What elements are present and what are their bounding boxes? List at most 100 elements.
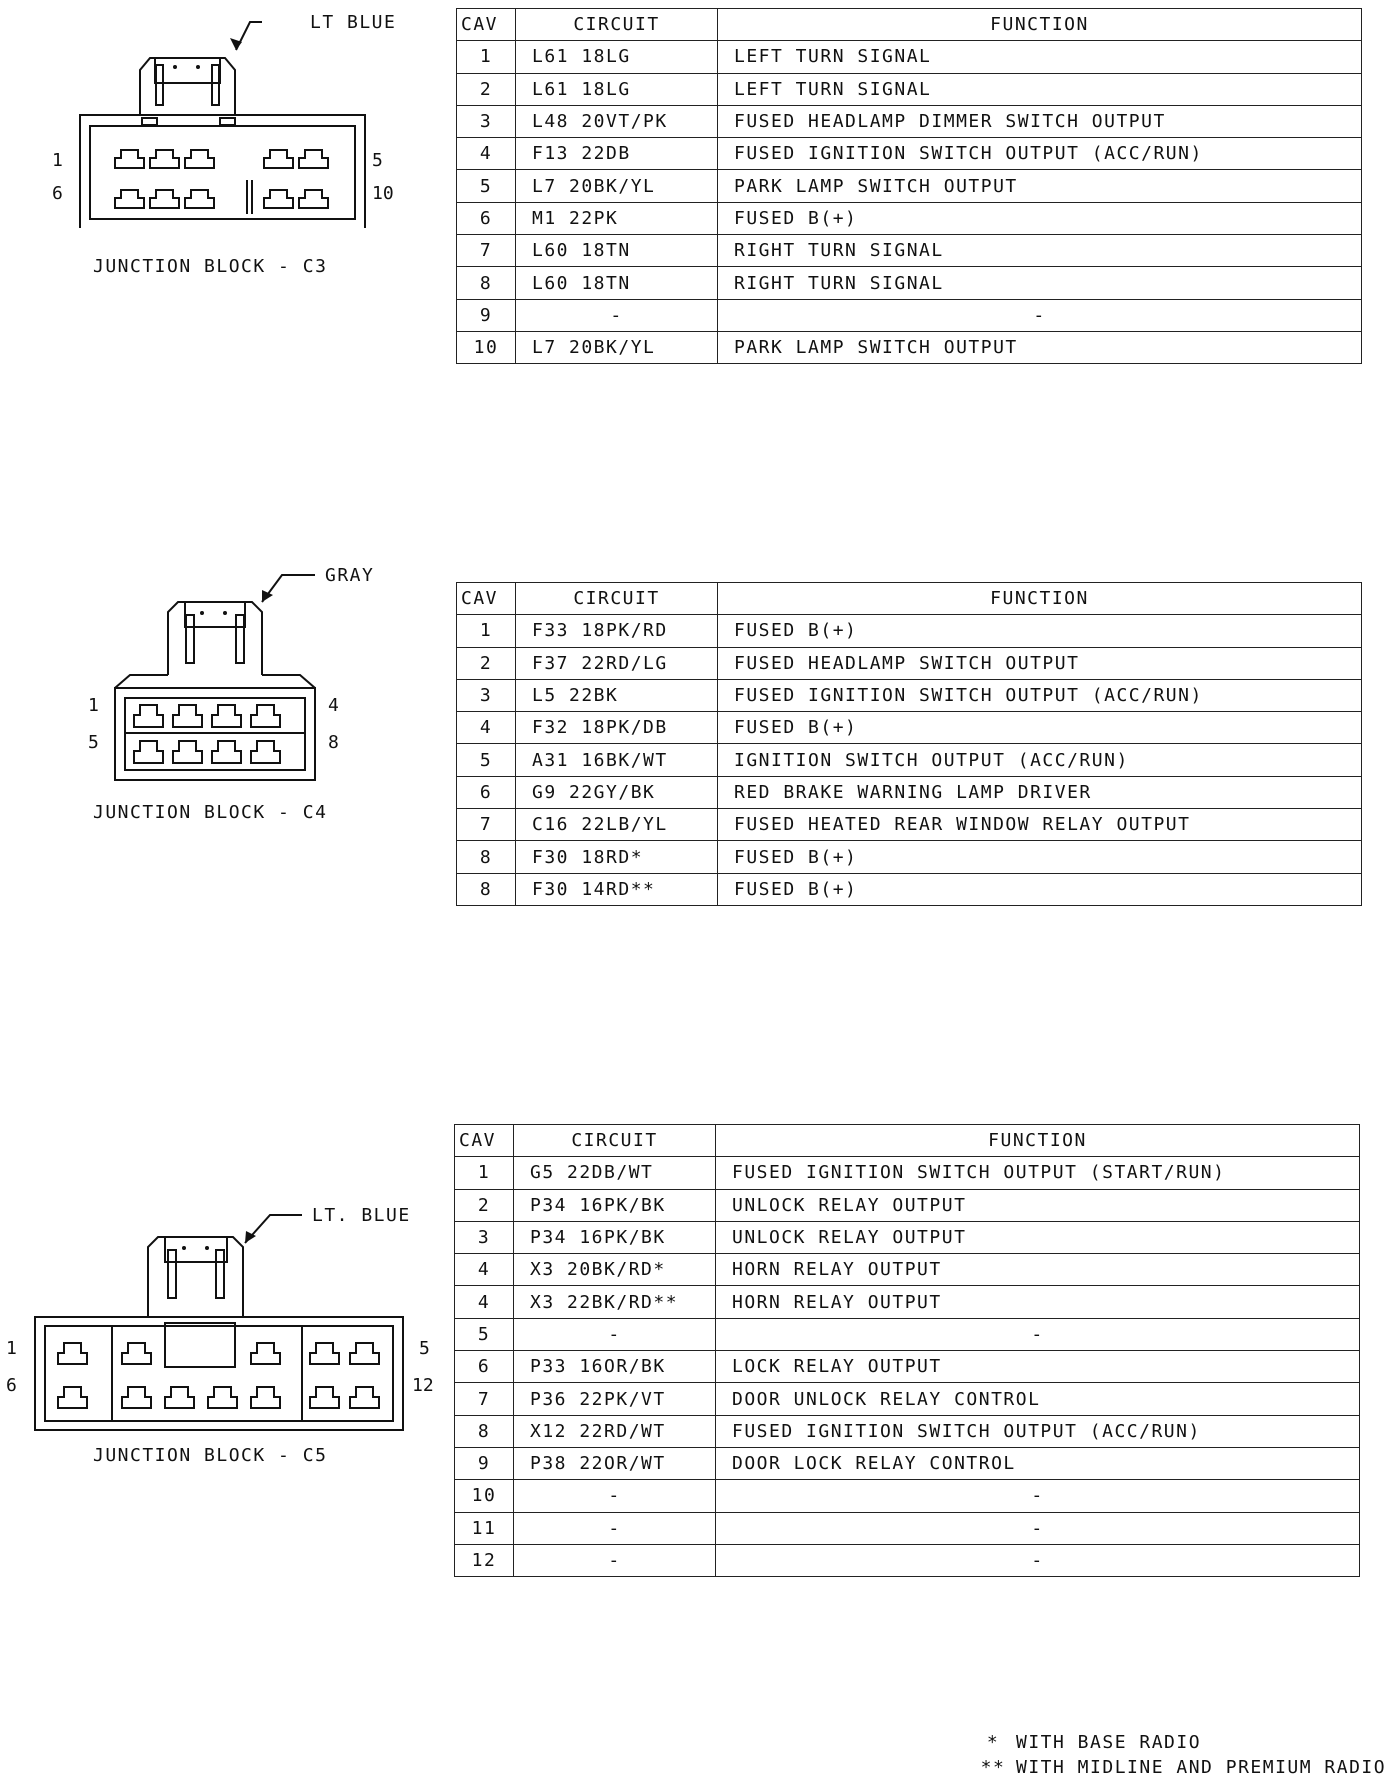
connector-c5: LT. BLUE 1 6 5 12 JUNCTION BLOCK - C5 <box>0 1195 460 1489</box>
circuit-cell: - <box>513 1479 716 1513</box>
footnote-mark: ** <box>980 1757 1006 1778</box>
connector-c4-drawing <box>114 574 316 781</box>
pin-label-bottom-left: 5 <box>88 732 99 753</box>
function-cell: RIGHT TURN SIGNAL <box>717 266 1362 300</box>
cav-cell: 8 <box>456 266 516 300</box>
circuit-cell: L48 20VT/PK <box>515 104 718 139</box>
circuit-cell: L60 18TN <box>515 234 718 268</box>
function-cell: FUSED B(+) <box>717 614 1362 648</box>
footnote-midline-premium-radio: **WITH MIDLINE AND PREMIUM RADIO <box>970 1755 1386 1780</box>
cav-cell: 12 <box>454 1543 514 1578</box>
cav-cell: 6 <box>456 775 516 810</box>
connector-c4: GRAY 1 5 4 8 JUNCTION BLOCK - C4 <box>0 560 460 854</box>
cav-cell: 7 <box>456 234 516 268</box>
pin-label-bottom-right: 10 <box>372 183 394 204</box>
table-row: 11-- <box>454 1511 1360 1545</box>
circuit-cell: G5 22DB/WT <box>513 1156 716 1190</box>
function-cell: FUSED IGNITION SWITCH OUTPUT (ACC/RUN) <box>715 1414 1360 1448</box>
cav-cell: 7 <box>456 808 516 842</box>
circuit-cell: - <box>513 1317 716 1352</box>
header-circuit: CIRCUIT <box>515 7 718 42</box>
cav-cell: 1 <box>456 614 516 648</box>
pin-label-bottom-right: 12 <box>412 1375 434 1396</box>
function-cell: FUSED B(+) <box>717 840 1362 874</box>
circuit-cell: F30 14RD** <box>515 872 718 906</box>
connector-c5-drawing <box>34 1214 404 1431</box>
cav-cell: 6 <box>456 201 516 236</box>
circuit-cell: L61 18LG <box>515 40 718 74</box>
function-cell: RIGHT TURN SIGNAL <box>717 234 1362 268</box>
cav-cell: 2 <box>456 646 516 680</box>
function-cell: IGNITION SWITCH OUTPUT (ACC/RUN) <box>717 743 1362 777</box>
circuit-cell: P36 22PK/VT <box>513 1382 716 1416</box>
connector-title: JUNCTION BLOCK - C5 <box>93 1445 328 1466</box>
function-cell: FUSED HEADLAMP SWITCH OUTPUT <box>717 646 1362 680</box>
connector-color-label: LT. BLUE <box>312 1205 411 1226</box>
cav-cell: 8 <box>454 1414 514 1448</box>
pin-label-bottom-left: 6 <box>6 1375 17 1396</box>
cav-cell: 11 <box>454 1511 514 1545</box>
pin-label-top-left: 1 <box>52 150 63 171</box>
circuit-cell: X12 22RD/WT <box>513 1414 716 1448</box>
connector-title: JUNCTION BLOCK - C3 <box>93 256 328 277</box>
circuit-cell: F30 18RD* <box>515 840 718 874</box>
cav-cell: 10 <box>456 330 516 365</box>
header-circuit: CIRCUIT <box>513 1123 716 1158</box>
connector-c3: LT BLUE 1 6 5 10 JUNCTION BLOCK - C3 <box>0 0 460 304</box>
pin-label-top-left: 1 <box>88 695 99 716</box>
circuit-cell: P34 16PK/BK <box>513 1220 716 1255</box>
cav-cell: 1 <box>456 40 516 74</box>
function-cell: LEFT TURN SIGNAL <box>717 40 1362 74</box>
pin-label-bottom-right: 8 <box>328 732 339 753</box>
cav-cell: 8 <box>456 872 516 906</box>
circuit-cell: L7 20BK/YL <box>515 169 718 203</box>
table-header-row: CAV CIRCUIT FUNCTION <box>456 7 1362 42</box>
header-cav: CAV <box>454 1123 514 1158</box>
connector-color-label: GRAY <box>325 565 375 586</box>
pin-label-top-right: 5 <box>372 150 383 171</box>
circuit-cell: F13 22DB <box>515 137 718 171</box>
function-cell: - <box>715 1479 1360 1513</box>
cav-cell: 3 <box>456 678 516 713</box>
cav-cell: 7 <box>454 1382 514 1416</box>
cav-cell: 5 <box>454 1317 514 1352</box>
cav-cell: 9 <box>456 298 516 332</box>
cav-cell: 4 <box>454 1253 514 1287</box>
footnotes: *WITH BASE RADIO **WITH MIDLINE AND PREM… <box>970 1730 1386 1780</box>
cav-cell: 1 <box>454 1156 514 1190</box>
cav-cell: 9 <box>454 1446 514 1481</box>
function-cell: UNLOCK RELAY OUTPUT <box>715 1220 1360 1255</box>
table-row: 5-- <box>454 1317 1360 1352</box>
cav-cell: 10 <box>454 1479 514 1513</box>
circuit-cell: G9 22GY/BK <box>515 775 718 810</box>
circuit-cell: - <box>513 1511 716 1545</box>
table-header-row: CAV CIRCUIT FUNCTION <box>454 1123 1360 1158</box>
function-cell: RED BRAKE WARNING LAMP DRIVER <box>717 775 1362 810</box>
circuit-cell: P38 22OR/WT <box>513 1446 716 1481</box>
function-cell: - <box>715 1317 1360 1352</box>
function-cell: FUSED B(+) <box>717 872 1362 906</box>
pin-label-bottom-left: 6 <box>52 183 63 204</box>
function-cell: HORN RELAY OUTPUT <box>715 1285 1360 1319</box>
connector-c3-drawing <box>79 21 366 228</box>
cav-cell: 5 <box>456 743 516 777</box>
footnote-base-radio: *WITH BASE RADIO <box>970 1730 1386 1755</box>
circuit-cell: P33 16OR/BK <box>513 1350 716 1384</box>
table-row: 10-- <box>454 1479 1360 1513</box>
cav-cell: 4 <box>454 1285 514 1319</box>
table-row: 9-- <box>456 298 1362 332</box>
